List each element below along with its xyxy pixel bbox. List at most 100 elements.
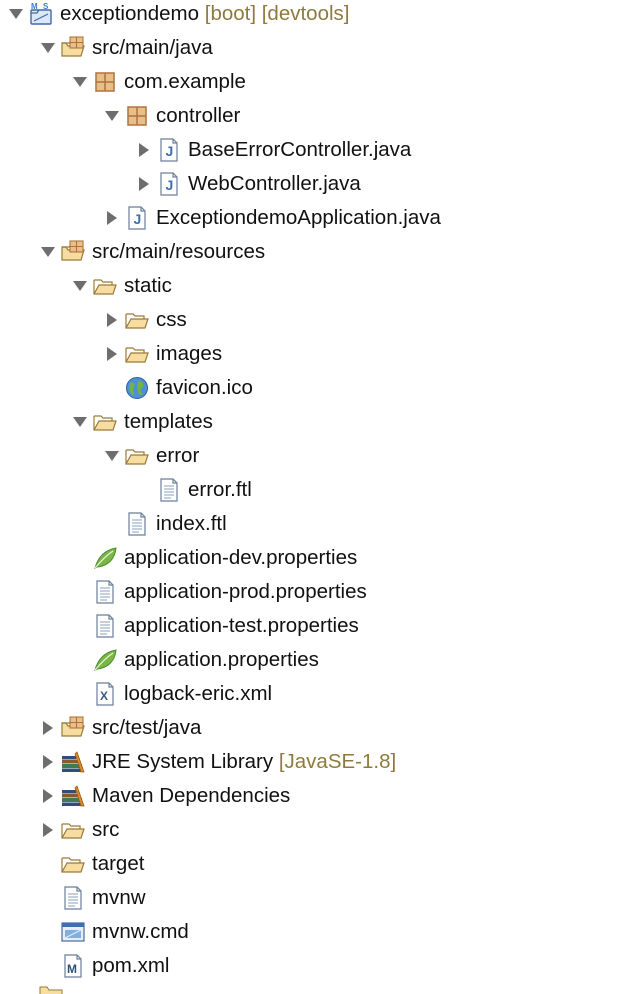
tree-item-name: application.properties (124, 648, 319, 671)
tree-item-name: BaseErrorController.java (188, 138, 412, 161)
tree-item-name: favicon.ico (156, 376, 253, 399)
tree-item-name: error (156, 444, 200, 467)
tree-item-name: application-prod.properties (124, 580, 367, 603)
folder-icon (60, 817, 86, 843)
tree-item[interactable]: application-prod.properties (0, 575, 620, 609)
tree-item[interactable]: J BaseErrorController.java (0, 133, 620, 167)
tree-item-name: application-test.properties (124, 614, 359, 637)
tree-item-label: com.example (124, 65, 246, 99)
globe-icon (124, 375, 150, 401)
source-folder-icon (60, 239, 86, 265)
tree-item-name: ExceptiondemoApplication.java (156, 206, 441, 229)
expand-arrow-closed-icon[interactable] (39, 753, 57, 771)
tree-item-label: index.ftl (156, 507, 227, 541)
tree-item-label: error (156, 439, 199, 473)
tree-item[interactable]: favicon.ico (0, 371, 620, 405)
expand-arrow-open-icon[interactable] (71, 413, 89, 431)
tree-item[interactable]: static (0, 269, 620, 303)
cmd-file-icon (60, 919, 86, 945)
tree-item[interactable]: target (0, 847, 620, 881)
tree-item[interactable]: mvnw.cmd (0, 915, 620, 949)
tree-item-name: css (156, 308, 187, 331)
tree-item[interactable]: JRE System Library [JavaSE-1.8] (0, 745, 620, 779)
java-file-icon: J (156, 171, 182, 197)
expand-arrow-closed-icon[interactable] (39, 719, 57, 737)
svg-text:J: J (166, 143, 174, 159)
svg-text:M: M (67, 962, 77, 976)
package-icon (124, 103, 150, 129)
tree-item[interactable]: css (0, 303, 620, 337)
tree-item[interactable]: mvnw (0, 881, 620, 915)
tree-item-name: static (124, 274, 172, 297)
tree-item[interactable]: M S exceptiondemo [boot] [devtools] (0, 0, 620, 31)
tree-item-name: error.ftl (188, 478, 252, 501)
tree-item-name: images (156, 342, 223, 365)
svg-text:J: J (166, 177, 174, 193)
tree-item[interactable]: images (0, 337, 620, 371)
tree-item[interactable]: src/test/java (0, 711, 620, 745)
tree-item-name: src (92, 818, 120, 841)
tree-item[interactable]: application-test.properties (0, 609, 620, 643)
java-file-icon: J (156, 137, 182, 163)
tree-item[interactable]: application-dev.properties (0, 541, 620, 575)
folder-icon (124, 443, 150, 469)
tree-item-label: src/main/resources (92, 235, 265, 269)
expand-arrow-closed-icon[interactable] (103, 345, 121, 363)
tree-item-name: src/main/resources (92, 240, 266, 263)
expand-arrow-open-icon[interactable] (71, 73, 89, 91)
text-file-icon (60, 885, 86, 911)
tree-item-name: controller (156, 104, 241, 127)
expand-arrow-closed-icon[interactable] (103, 209, 121, 227)
tree-item[interactable]: J ExceptiondemoApplication.java (0, 201, 620, 235)
tree-item[interactable]: Maven Dependencies (0, 779, 620, 813)
spring-leaf-icon (92, 545, 118, 571)
tree-item-label: src/test/java (92, 711, 201, 745)
svg-text:J: J (134, 211, 142, 227)
expand-arrow-closed-icon[interactable] (39, 787, 57, 805)
tree-item[interactable]: application.properties (0, 643, 620, 677)
tree-item-label: JRE System Library [JavaSE-1.8] (92, 745, 396, 779)
tree-item[interactable]: templates (0, 405, 620, 439)
tree-item-name: logback-eric.xml (124, 682, 273, 705)
tree-item-label: mvnw.cmd (92, 915, 189, 949)
text-file-icon (92, 613, 118, 639)
tree-item[interactable]: error.ftl (0, 473, 620, 507)
expand-arrow-closed-icon[interactable] (135, 175, 153, 193)
tree-item[interactable]: src/main/resources (0, 235, 620, 269)
tree-item[interactable]: controller (0, 99, 620, 133)
expand-arrow-open-icon[interactable] (103, 447, 121, 465)
expand-arrow-closed-icon[interactable] (103, 311, 121, 329)
expand-arrow-open-icon[interactable] (7, 5, 25, 23)
expand-arrow-open-icon[interactable] (39, 243, 57, 261)
expand-arrow-closed-icon[interactable] (135, 141, 153, 159)
tree-item-label: Maven Dependencies (92, 779, 290, 813)
tree-item-label: application-test.properties (124, 609, 359, 643)
tree-item-name: Maven Dependencies (92, 784, 291, 807)
xml-file-icon: X (92, 681, 118, 707)
expand-arrow-open-icon[interactable] (71, 277, 89, 295)
tree-item-label: application-dev.properties (124, 541, 357, 575)
expand-arrow-open-icon[interactable] (103, 107, 121, 125)
tree-item-label: logback-eric.xml (124, 677, 272, 711)
tree-item-label: templates (124, 405, 213, 439)
tree-item[interactable]: src (0, 813, 620, 847)
tree-item-label: css (156, 303, 187, 337)
source-folder-icon (60, 35, 86, 61)
java-file-icon: J (124, 205, 150, 231)
tree-item[interactable]: src/main/java (0, 31, 620, 65)
tree-item-name: JRE System Library (92, 750, 274, 773)
folder-icon (92, 409, 118, 435)
tree-item-label: mvnw (92, 881, 146, 915)
expand-arrow-closed-icon[interactable] (39, 821, 57, 839)
tree-item[interactable]: com.example (0, 65, 620, 99)
expand-arrow-open-icon[interactable] (39, 39, 57, 57)
library-icon (60, 749, 86, 775)
tree-item[interactable]: error (0, 439, 620, 473)
package-icon (92, 69, 118, 95)
text-file-icon (156, 477, 182, 503)
tree-item-name: src/main/java (92, 36, 213, 59)
tree-item[interactable]: index.ftl (0, 507, 620, 541)
